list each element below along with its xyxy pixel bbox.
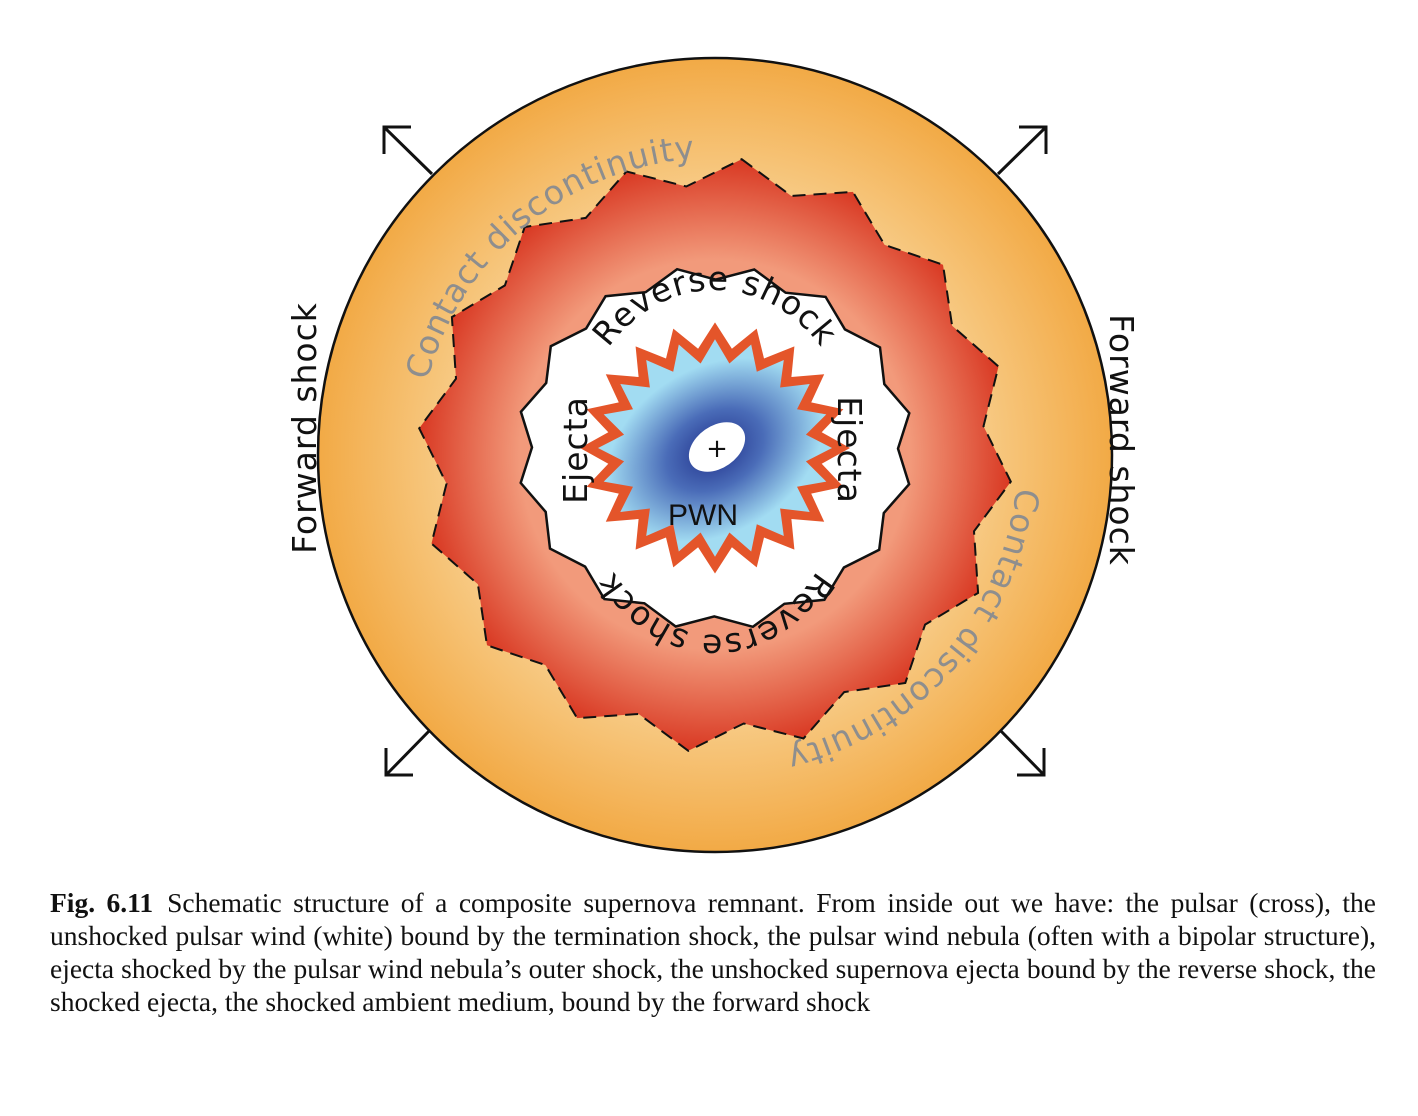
pulsar-cross: + <box>706 434 728 464</box>
pwn-label: PWN <box>668 499 738 532</box>
forward-shock-label-left: Forward shock <box>285 302 324 554</box>
figure-number: Fig. 6.11 <box>50 887 154 918</box>
ejecta-label-left: Ejecta <box>556 396 595 504</box>
caption-text: Schematic structure of a composite super… <box>50 887 1377 1017</box>
ejecta-label-right: Ejecta <box>830 396 869 504</box>
arrow-bottom-left <box>384 726 434 777</box>
arrow-top-left <box>382 125 434 176</box>
expansion-arrows <box>382 125 1048 777</box>
arrow-top-right <box>996 125 1048 176</box>
forward-shock-label-right: Forward shock <box>1102 314 1141 566</box>
composite-snr-diagram: + PWN Ejecta Ejecta Forward shock Forwar… <box>285 56 1141 854</box>
arrow-bottom-right <box>996 726 1046 777</box>
diagram-svg: + PWN Ejecta Ejecta Forward shock Forwar… <box>285 56 1141 854</box>
termination-shock-ellipse <box>688 422 746 472</box>
